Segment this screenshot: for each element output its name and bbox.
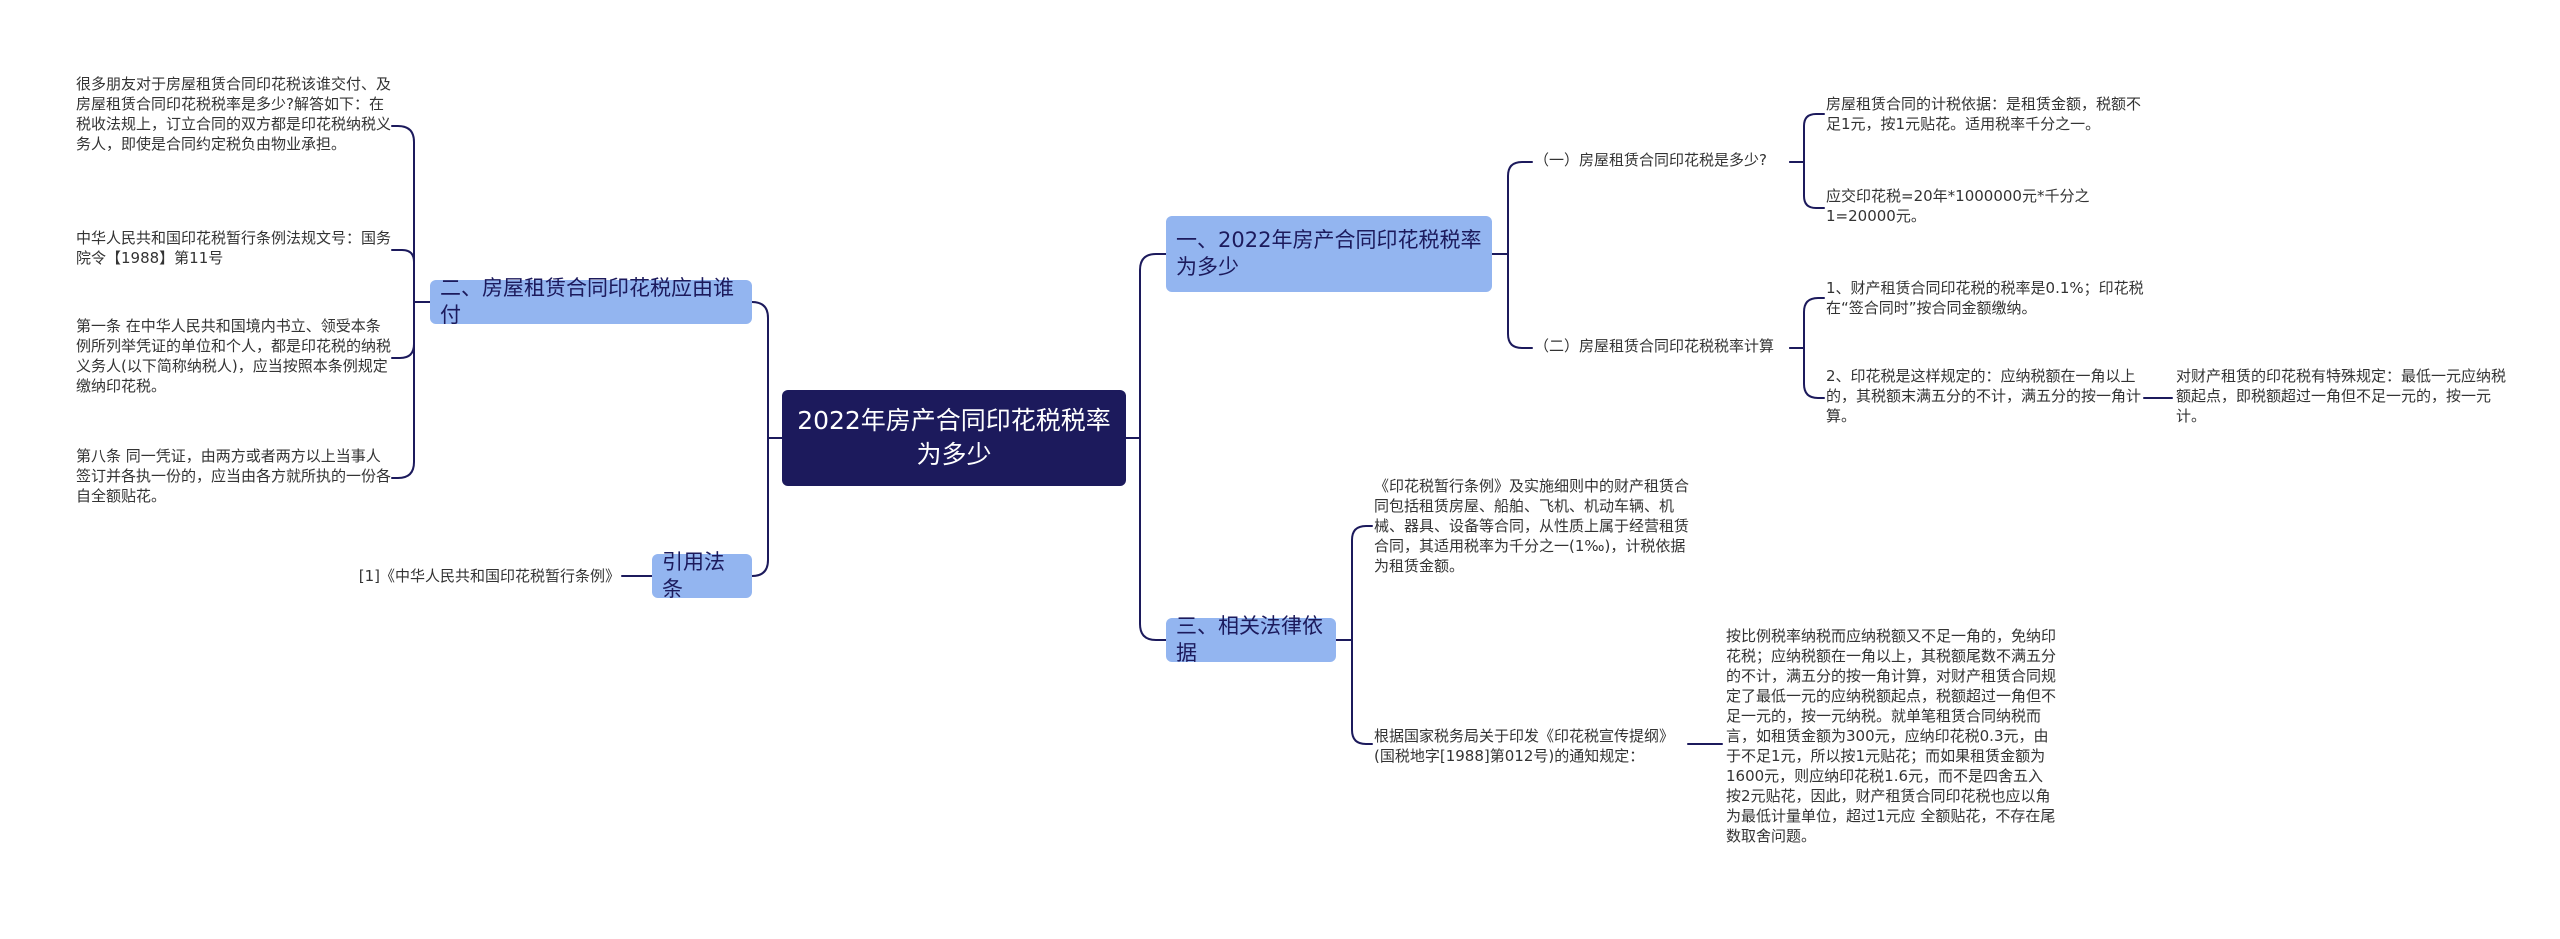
link-b3-leaf2 — [1335, 639, 1373, 745]
leaf-minimum-rule: 对财产租赁的印花税有特殊规定：最低一元应纳税额起点，即税额超过一角但不足一元的，… — [2176, 367, 2507, 425]
leaf-tax-example: 应交印花税=20年*1000000元*千分之1=20000元。 — [1826, 187, 2090, 225]
leaf-regulation-scope: 《印花税暂行条例》及实施细则中的财产租赁合同包括租赁房屋、船舶、飞机、机动车辆、… — [1374, 477, 1690, 575]
branch-rate-2022[interactable]: 一、2022年房产合同印花税税率为多少 — [1166, 216, 1492, 292]
subtopic-rental-stamp-tax[interactable]: （一）房屋租赁合同印花税是多少? — [1534, 151, 1767, 169]
leaf-notice-detail: 按比例税率纳税而应纳税额又不足一角的，免纳印花税；应纳税额在一角以上，其税额尾数… — [1726, 627, 2057, 845]
leaf-rate-percent: 1、财产租赁合同印花税的税率是0.1%；印花税在“签合同时”按合同金额缴纳。 — [1826, 279, 2144, 317]
subtopic-rate-calculation[interactable]: （二）房屋租赁合同印花税税率计算 — [1534, 337, 1775, 355]
leaf-notice-reference: 根据国家税务局关于印发《印花税宣传提纲》(国税地字[1988]第012号)的通知… — [1374, 727, 1675, 765]
link-root-b3 — [1125, 437, 1167, 641]
link-b2-leaf4 — [391, 301, 431, 479]
link-b2-leaf1 — [391, 125, 431, 303]
leaf-article-eight: 第八条 同一凭证，由两方或者两方以上当事人签订并各执一份的，应当由各方就所执的一… — [76, 447, 392, 505]
leaf-tax-basis: 房屋租赁合同的计税依据：是租赁金额，税额不足1元，按1元贴花。适用税率千分之一。 — [1826, 95, 2142, 133]
link-b2-leaf3 — [391, 301, 431, 359]
leaf-citation: [1]《中华人民共和国印花税暂行条例》 — [358, 567, 620, 585]
root-topic[interactable]: 2022年房产合同印花税税率为多少 — [782, 390, 1126, 486]
link-q2-leaf1 — [1789, 297, 1825, 349]
link-q1-leaf2 — [1789, 161, 1825, 209]
link-root-b4 — [749, 437, 783, 577]
link-b3-leaf1 — [1335, 525, 1373, 641]
branch-who-pays[interactable]: 二、房屋租赁合同印花税应由谁付 — [430, 276, 752, 327]
link-q2-leaf2 — [1789, 347, 1825, 399]
leaf-rounding-rule: 2、印花税是这样规定的：应纳税额在一角以上的，其税额末满五分的不计，满五分的按一… — [1826, 367, 2142, 425]
branch-cited-law[interactable]: 引用法条 — [652, 550, 752, 601]
link-b1-q1 — [1491, 161, 1533, 255]
branch-legal-basis[interactable]: 三、相关法律依据 — [1166, 614, 1336, 665]
leaf-regulation-number: 中华人民共和国印花税暂行条例法规文号：国务院令【1988】第11号 — [76, 229, 392, 267]
link-b1-q2 — [1491, 253, 1533, 349]
leaf-article-one: 第一条 在中华人民共和国境内书立、领受本条例所列举凭证的单位和个人，都是印花税的… — [76, 317, 392, 395]
link-b2-leaf2 — [391, 249, 431, 303]
link-root-b1 — [1125, 253, 1167, 439]
link-q1-leaf1 — [1789, 113, 1825, 163]
leaf-who-pays-answer: 很多朋友对于房屋租赁合同印花税该谁交付、及房屋租赁合同印花税税率是多少?解答如下… — [76, 75, 392, 153]
link-root-b2 — [751, 301, 783, 439]
